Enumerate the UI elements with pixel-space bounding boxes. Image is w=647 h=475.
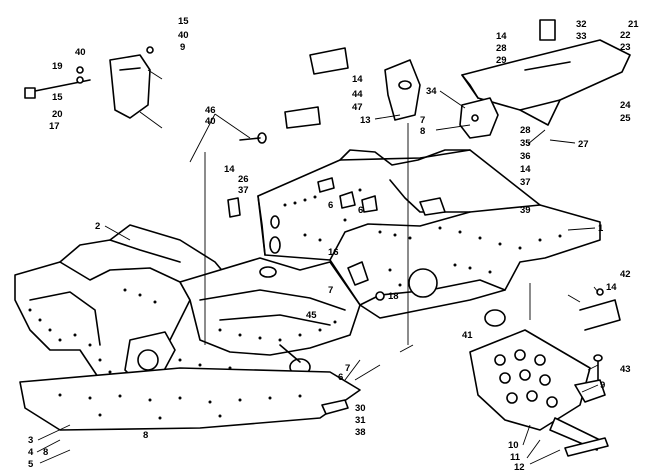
callout-4: 4 [28, 447, 34, 458]
callout-26: 26 [238, 174, 249, 185]
callout-15: 15 [52, 92, 63, 103]
callout-27: 27 [578, 139, 589, 150]
callout-labels: 1 2 3 4 5 6 6 6 7 7 7 8 8 8 9 9 10 11 12… [28, 16, 639, 473]
callout-14: 14 [352, 74, 363, 85]
callout-6: 6 [328, 200, 333, 211]
callout-37: 37 [520, 177, 531, 188]
callout-17: 17 [49, 121, 60, 132]
callout-35: 35 [520, 138, 531, 149]
callout-43: 43 [620, 364, 631, 375]
callout-12: 12 [514, 462, 525, 473]
callout-42: 42 [620, 269, 631, 280]
callout-38: 38 [355, 427, 366, 438]
callout-10: 10 [508, 440, 519, 451]
steering-post-bracket [24, 46, 154, 119]
callout-31: 31 [355, 415, 366, 426]
callout-5: 5 [28, 459, 34, 470]
callout-28: 28 [496, 43, 507, 54]
callout-14: 14 [520, 164, 531, 175]
skid-plate [469, 329, 606, 451]
callout-40: 40 [75, 47, 86, 58]
callout-9: 9 [600, 380, 605, 391]
callout-7: 7 [328, 285, 333, 296]
callout-8: 8 [420, 126, 425, 137]
callout-37: 37 [238, 185, 249, 196]
callout-39: 39 [520, 205, 531, 216]
callout-18: 18 [388, 291, 399, 302]
callout-15: 15 [178, 16, 189, 27]
callout-25: 25 [620, 113, 631, 124]
callout-33: 33 [576, 31, 587, 42]
callout-7: 7 [345, 363, 350, 374]
callout-30: 30 [355, 403, 366, 414]
callout-9: 9 [180, 42, 185, 53]
callout-36: 36 [520, 151, 531, 162]
callout-29: 29 [496, 55, 507, 66]
callout-47: 47 [352, 102, 363, 113]
callout-34: 34 [426, 86, 437, 97]
callout-22: 22 [620, 30, 631, 41]
callout-21: 21 [628, 19, 639, 30]
callout-6: 6 [358, 205, 363, 216]
callout-24: 24 [620, 100, 631, 111]
callout-14: 14 [606, 282, 617, 293]
callout-2: 2 [95, 221, 100, 232]
callout-8: 8 [43, 447, 48, 458]
callout-14: 14 [496, 31, 507, 42]
callout-11: 11 [510, 452, 521, 463]
callout-20: 20 [52, 109, 63, 120]
callout-13: 13 [360, 115, 371, 126]
callout-8: 8 [143, 430, 148, 441]
callout-44: 44 [352, 89, 363, 100]
callout-7: 7 [420, 115, 425, 126]
callout-46: 46 [205, 105, 216, 116]
callout-41: 41 [462, 330, 473, 341]
callout-45: 45 [306, 310, 317, 321]
callout-40: 40 [178, 30, 189, 41]
callout-28: 28 [520, 125, 531, 136]
small-hardware-parts [227, 47, 621, 457]
callout-23: 23 [620, 42, 631, 53]
callout-14: 14 [224, 164, 235, 175]
leader-lines [36, 69, 599, 465]
callout-6: 6 [338, 372, 343, 383]
callout-40: 40 [205, 116, 216, 127]
belly-pan [19, 367, 361, 431]
callout-3: 3 [28, 435, 33, 446]
callout-32: 32 [576, 19, 587, 30]
callout-1: 1 [598, 223, 604, 234]
callout-19: 19 [52, 61, 63, 72]
callout-16: 16 [328, 247, 339, 258]
